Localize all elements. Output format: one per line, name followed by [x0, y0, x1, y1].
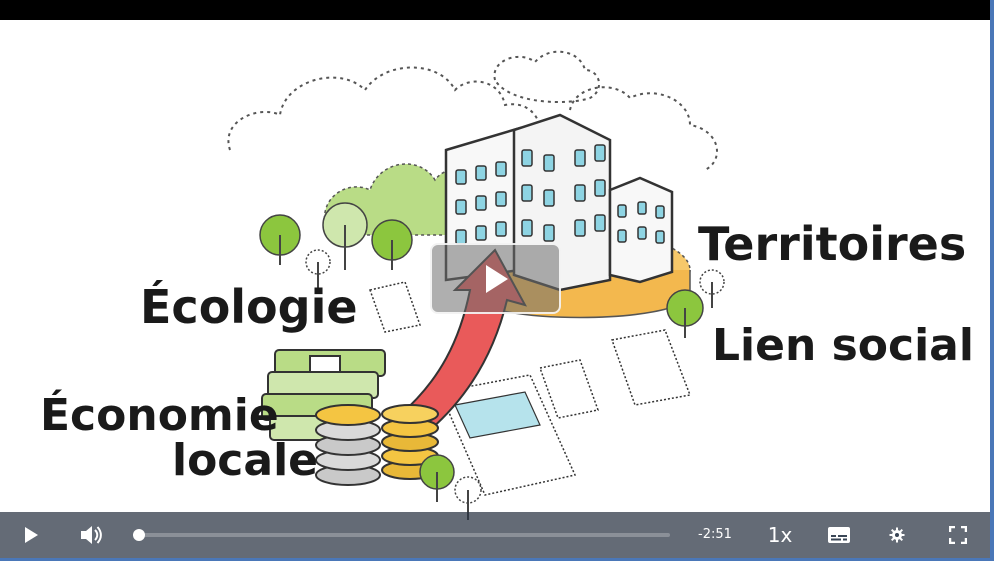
label-lien-social: Lien social [712, 320, 974, 371]
play-icon [24, 527, 38, 543]
captions-icon [828, 527, 850, 543]
play-button[interactable] [14, 512, 48, 558]
playback-rate-button[interactable]: 1x [767, 523, 793, 547]
progress-bar[interactable] [133, 529, 670, 541]
bushes [259, 163, 481, 288]
label-locale: locale [172, 435, 318, 486]
fullscreen-button[interactable] [942, 512, 974, 558]
chart-paper [454, 391, 541, 439]
time-remaining: -2:51 [698, 527, 732, 542]
progress-handle[interactable] [133, 529, 146, 541]
top-black-bar [0, 0, 990, 20]
big-play-button[interactable] [430, 243, 561, 314]
captions-button[interactable] [822, 512, 856, 558]
volume-icon [81, 526, 102, 544]
small-trees [419, 269, 725, 520]
fullscreen-icon [949, 526, 967, 544]
gear-icon [889, 527, 905, 543]
volume-button[interactable] [74, 512, 108, 558]
clouds [227, 50, 718, 171]
control-bar: -2:51 1x [0, 512, 990, 558]
play-icon [486, 265, 508, 293]
settings-button[interactable] [882, 512, 912, 558]
label-economie: Économie [40, 388, 279, 441]
label-ecologie: Écologie [140, 280, 358, 334]
label-territoires: Territoires [698, 217, 966, 271]
